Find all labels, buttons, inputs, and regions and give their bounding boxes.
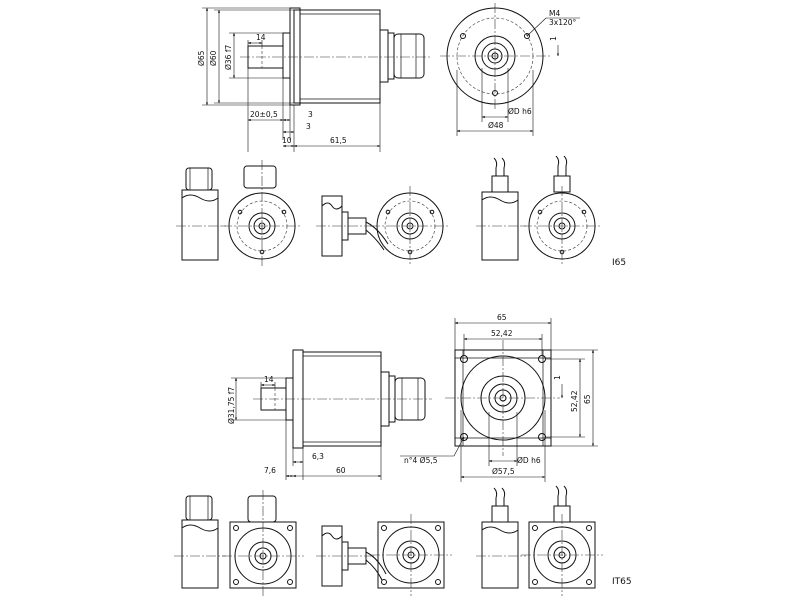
label-i65: I65 [612,258,626,268]
dim-h65: 65 [583,394,592,404]
dim-w60: 60 [336,466,346,475]
dim-it-w14: 14 [264,375,274,384]
note-holes: n°4 Ø5,5 [404,456,438,465]
dim-d575: Ø57,5 [492,467,515,476]
dim-w63: 6,3 [312,452,324,461]
it65-side-view: Ø31,75 f7 14 6,3 7,6 60 [227,349,432,480]
note-m4-pattern: 3x120° [549,18,577,27]
dim-w14: 14 [256,33,266,42]
dim-w3b: 3 [306,122,311,131]
dim-d20: 20±0,5 [250,110,278,119]
it65-variant-side-1 [174,495,226,589]
dim-h5242: 52,42 [570,390,579,412]
dim-it-dD: ØD h6 [517,456,541,465]
i65-side-view: Ø65 Ø60 Ø36 f7 14 20±0,5 3 3 10 61,5 [197,7,432,152]
i65-variant-side-1 [176,167,226,261]
it65-variant-front-3 [521,485,603,596]
dim-w10: 10 [282,136,292,145]
it65-variant-side-2 [316,525,387,587]
dim-w5242-top: 52,42 [491,329,513,338]
dim-w65-top: 65 [497,313,507,322]
i65-variant-front-2 [370,186,450,266]
it65-variant-side-3 [476,487,526,589]
i65-variant-front-1 [222,160,302,266]
dim-w3a: 3 [308,110,313,119]
dim-d60: Ø60 [209,50,218,66]
it65-front-view: 65 52,42 1 52,42 65 n°4 Ø5,5 ØD h6 Ø57,5 [400,313,598,482]
i65-variant-side-3 [476,157,526,261]
dim-d65: Ø65 [197,50,206,66]
dim-d48: Ø48 [488,121,504,130]
dim-d3175: Ø31,75 f7 [227,387,236,424]
note-m4: M4 [549,9,560,18]
dim-w76: 7,6 [264,466,276,475]
label-it65: IT65 [612,577,632,587]
it65-variant-front-2 [370,514,452,596]
it-note-1: 1 [553,375,562,380]
i65-front-view: M4 3x120° 1 ØD h6 Ø48 [440,3,580,136]
dim-dD: ØD h6 [508,107,532,116]
note-1: 1 [549,36,558,41]
dim-d36: Ø36 f7 [224,45,233,70]
i65-variant-front-3 [522,155,602,266]
dim-w615: 61,5 [330,136,347,145]
it65-variant-front-1 [222,490,304,596]
